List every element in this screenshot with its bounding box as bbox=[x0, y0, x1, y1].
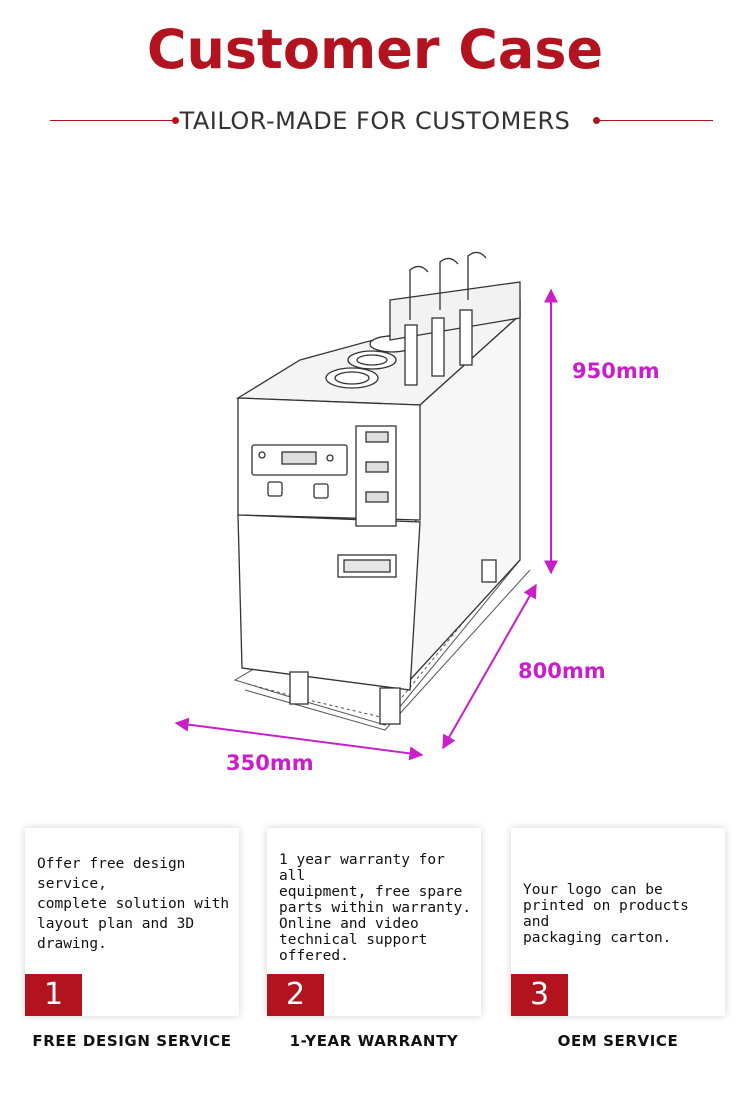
machine-drawing bbox=[235, 251, 521, 725]
card-warranty: 1 year warranty for all equipment, free … bbox=[267, 828, 481, 1016]
card-free-design: Offer free design service, complete solu… bbox=[25, 828, 239, 1016]
card-label-oem: OEM SERVICE bbox=[557, 1032, 679, 1050]
card-label-free-design: FREE DESIGN SERVICE bbox=[32, 1032, 232, 1050]
page-title: Customer Case bbox=[146, 18, 604, 81]
divider-dot-right bbox=[593, 117, 600, 124]
card-number-badge: 3 bbox=[511, 974, 568, 1016]
divider-dot-left bbox=[172, 117, 179, 124]
subtitle-row: TAILOR-MADE FOR CUSTOMERS bbox=[0, 104, 750, 138]
card-label-warranty: 1-YEAR WARRANTY bbox=[289, 1032, 459, 1050]
card-oem: Your logo can be printed on products and… bbox=[511, 828, 725, 1016]
card-number-badge: 1 bbox=[25, 974, 82, 1016]
product-dimension-diagram: 950mm 800mm 350mm bbox=[174, 251, 660, 775]
divider-right bbox=[598, 120, 713, 121]
divider-left bbox=[50, 120, 175, 121]
card-number-badge: 2 bbox=[267, 974, 324, 1016]
height-dimension-label: 950mm bbox=[572, 359, 660, 383]
width-dimension-label: 350mm bbox=[226, 751, 314, 775]
card-description: Your logo can be printed on products and… bbox=[523, 882, 689, 946]
width-dimension-line bbox=[174, 717, 424, 761]
depth-dimension-line bbox=[442, 583, 537, 750]
depth-dimension-label: 800mm bbox=[518, 659, 606, 683]
card-description: 1 year warranty for all equipment, free … bbox=[279, 852, 472, 964]
card-description: Offer free design service, complete solu… bbox=[37, 856, 230, 952]
page-subtitle: TAILOR-MADE FOR CUSTOMERS bbox=[179, 107, 571, 135]
